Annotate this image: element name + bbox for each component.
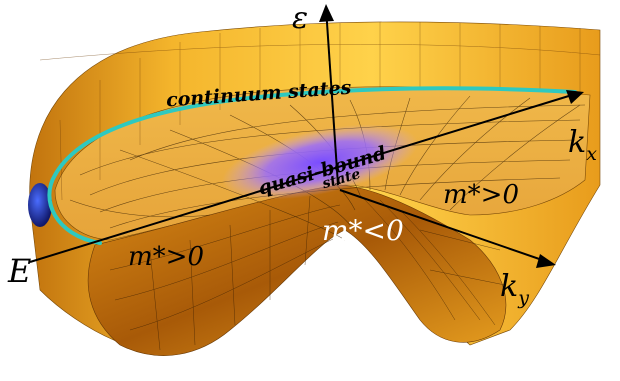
wall-mesh bbox=[39, 22, 601, 201]
energy-arrowhead bbox=[319, 4, 334, 22]
kx-arrowhead bbox=[566, 90, 584, 104]
kx-axis-line bbox=[29, 94, 573, 263]
axes bbox=[29, 7, 573, 263]
energy-E-label: E bbox=[7, 252, 31, 290]
mass-positive-left-label: m*>0 bbox=[128, 242, 204, 272]
quasi-bound-glow bbox=[221, 124, 419, 200]
ky-arrowhead bbox=[536, 254, 556, 268]
energy-axis-label: ε bbox=[292, 1, 308, 36]
cyan-contour bbox=[47, 86, 577, 245]
mass-positive-right-label: m*>0 bbox=[443, 180, 519, 210]
kx-axis-label: kx bbox=[568, 125, 597, 165]
ky-axis-label: ky bbox=[500, 269, 529, 309]
trough-mesh bbox=[109, 194, 506, 351]
ky-axis-line bbox=[339, 189, 549, 263]
blue-blob bbox=[28, 183, 52, 227]
arrowheads bbox=[319, 4, 584, 268]
energy-axis-line bbox=[325, 7, 339, 186]
mass-negative-label: m*<0 bbox=[322, 214, 404, 247]
